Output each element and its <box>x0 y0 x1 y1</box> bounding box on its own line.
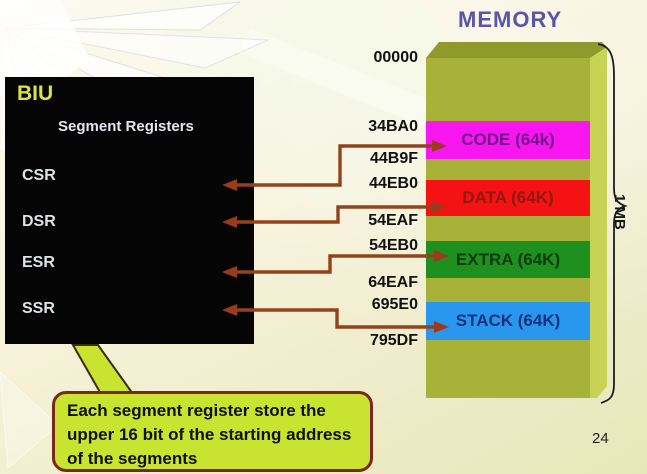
segment-label-extra: EXTRA (64K) <box>455 250 561 269</box>
segment-registers-heading: Segment Registers <box>58 118 194 135</box>
connector-ssr-stack <box>235 308 436 329</box>
register-label-ssr: SSR <box>22 300 55 317</box>
memory-title: MEMORY <box>458 7 563 32</box>
address-label-54eb0: 54EB0 <box>369 237 418 254</box>
segment-band-extra: EXTRA (64K) <box>426 241 590 278</box>
segment-label-stack: STACK (64K) <box>455 311 561 330</box>
page-number: 24 <box>592 430 609 447</box>
arrowhead-csr-icon <box>222 179 237 191</box>
biu-title: BIU <box>17 82 54 105</box>
connector-lines <box>235 144 436 329</box>
connector-esr-extra <box>235 254 436 274</box>
segment-band-stack: STACK (64K) <box>426 302 590 340</box>
callout-line-1: Each segment register store the <box>67 401 326 420</box>
address-label-64eaf: 64EAF <box>368 274 418 291</box>
register-label-esr: ESR <box>22 254 55 271</box>
arrowhead-dsr-icon <box>222 216 237 228</box>
segment-label-data: DATA (64K) <box>462 188 554 207</box>
arrowhead-stack-icon <box>434 321 449 333</box>
segment-band-code: CODE (64k) <box>426 121 590 159</box>
register-label-dsr: DSR <box>22 213 56 230</box>
memory-top-face <box>426 42 607 58</box>
arrowhead-ssr-icon <box>222 304 237 316</box>
address-label-00000: 00000 <box>373 49 419 66</box>
arrowhead-esr-icon <box>222 266 237 278</box>
biu-box: BIU Segment Registers CSR DSR ESR SSR <box>5 77 254 344</box>
address-label-44b9f: 44B9F <box>369 150 418 167</box>
connector-dsr-data <box>235 205 434 224</box>
memory-column <box>426 58 590 398</box>
address-label-54eaf: 54EAF <box>368 212 418 229</box>
callout-line-3: of the segments <box>67 449 198 468</box>
segment-band-data: DATA (64K) <box>426 180 590 216</box>
memory-right-face <box>590 47 607 398</box>
arrowhead-extra-icon <box>434 250 449 262</box>
address-label-44eb0: 44EB0 <box>369 175 418 192</box>
connector-csr-code <box>235 144 434 187</box>
size-brace <box>597 43 628 404</box>
arrowhead-data-icon <box>432 201 447 213</box>
callout-tail <box>71 344 135 395</box>
address-label-795df: 795DF <box>369 332 418 349</box>
callout-bubble: Each segment register store the upper 16… <box>52 391 373 472</box>
segment-label-code: CODE (64k) <box>461 130 555 149</box>
address-label-34ba0: 34BA0 <box>368 118 418 135</box>
callout-line-2: upper 16 bit of the starting address <box>67 425 352 444</box>
address-label-695e0: 695E0 <box>371 296 418 313</box>
register-label-csr: CSR <box>22 167 56 184</box>
arrowhead-code-icon <box>432 140 447 152</box>
connector-arrowheads <box>222 140 449 333</box>
